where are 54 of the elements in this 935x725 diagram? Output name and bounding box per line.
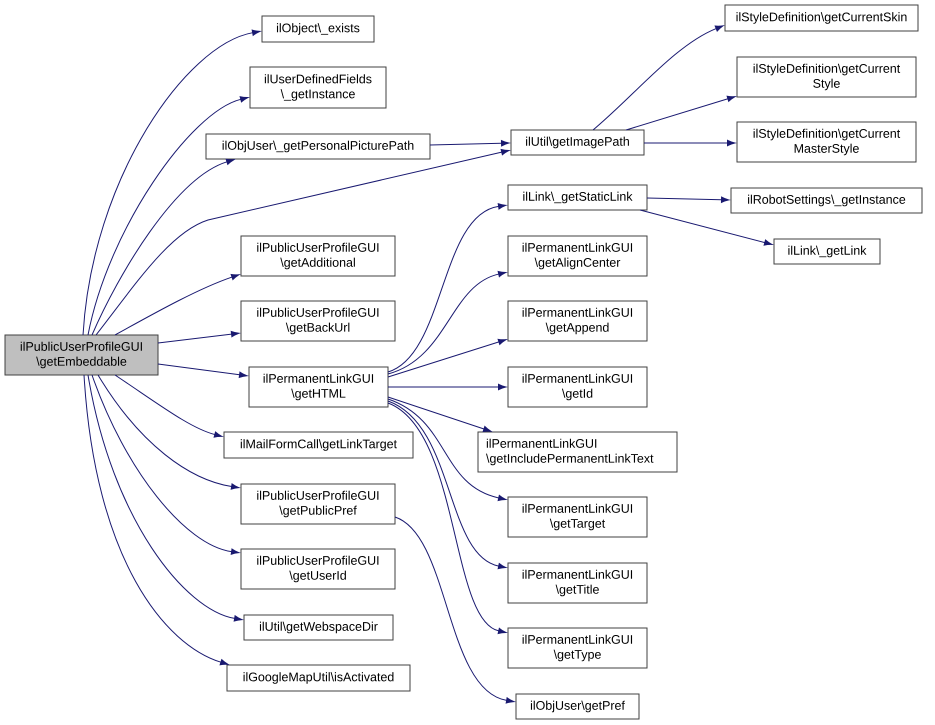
arrow (158, 364, 248, 378)
function-box: ilStyleDefinition\getCurrentSkin (724, 4, 918, 32)
function-box: ilPublicUserProfileGUI \getPublicPref (240, 484, 396, 524)
function-box: ilPermanentLinkGUI \getId (508, 366, 648, 408)
arrow (388, 270, 506, 374)
function-box: ilPermanentLinkGUI \getTarget (508, 496, 648, 538)
function-box: ilObject\_exists (262, 16, 374, 42)
arrow (388, 384, 506, 390)
arrow (82, 30, 260, 336)
function-box: ilPermanentLinkGUI \getHTML (248, 366, 388, 408)
arrow (92, 374, 240, 555)
arrow (388, 402, 506, 634)
arrow (84, 374, 228, 666)
arrow (388, 338, 506, 378)
arrow (88, 96, 248, 336)
function-box: ilPublicUserProfileGUI \getBackUrl (240, 300, 396, 342)
function-box: ilPublicUserProfileGUI \getUserId (240, 548, 396, 590)
arrow (388, 396, 492, 432)
arrow (388, 400, 506, 570)
function-box: ilLink\_getLink (774, 238, 880, 264)
arrow (394, 516, 514, 704)
function-box: ilPermanentLinkGUI \getTitle (508, 562, 648, 604)
arrow (114, 374, 222, 438)
function-box: ilObjUser\_getPersonalPicturePath (206, 134, 430, 160)
arrow (388, 398, 506, 502)
arrow (640, 210, 772, 246)
function-box: ilLink\_getStaticLink (508, 184, 648, 210)
arrow (430, 140, 510, 146)
arrow (644, 140, 736, 146)
function-box: ilUtil\getWebspaceDir (244, 614, 394, 640)
arrow (388, 203, 506, 372)
function-box: ilPermanentLinkGUI \getAppend (508, 300, 648, 342)
function-box: ilPublicUserProfileGUI \getEmbeddable (4, 334, 158, 376)
function-box: ilGoogleMapUtil\isActivated (226, 664, 410, 692)
arrow (114, 274, 240, 336)
function-box: ilStyleDefinition\getCurrent MasterStyle (736, 122, 916, 162)
function-box: ilUtil\getImagePath (510, 130, 644, 156)
arrow (96, 149, 510, 336)
function-box: ilStyleDefinition\getCurrent Style (736, 56, 916, 98)
function-box: ilRobotSettings\_getInstance (730, 188, 922, 214)
function-box: ilMailFormCall\getLinkTarget (224, 432, 414, 458)
function-box: ilPermanentLinkGUI \getAlignCenter (508, 236, 648, 276)
arrow (626, 96, 736, 130)
function-box: ilPublicUserProfileGUI \getAdditional (240, 236, 396, 276)
function-box: ilPermanentLinkGUI \getType (508, 628, 648, 668)
function-box: ilPermanentLinkGUI \getIncludePermanentLinkText (478, 432, 678, 472)
arrow (646, 196, 730, 203)
arrow (92, 158, 234, 336)
function-box: ilObjUser\getPref (516, 694, 640, 720)
arrow (592, 25, 724, 130)
arrow (88, 374, 242, 622)
arrow (158, 331, 240, 344)
function-box: ilUserDefinedFields \_getInstance (250, 66, 386, 108)
arrow (98, 374, 240, 490)
